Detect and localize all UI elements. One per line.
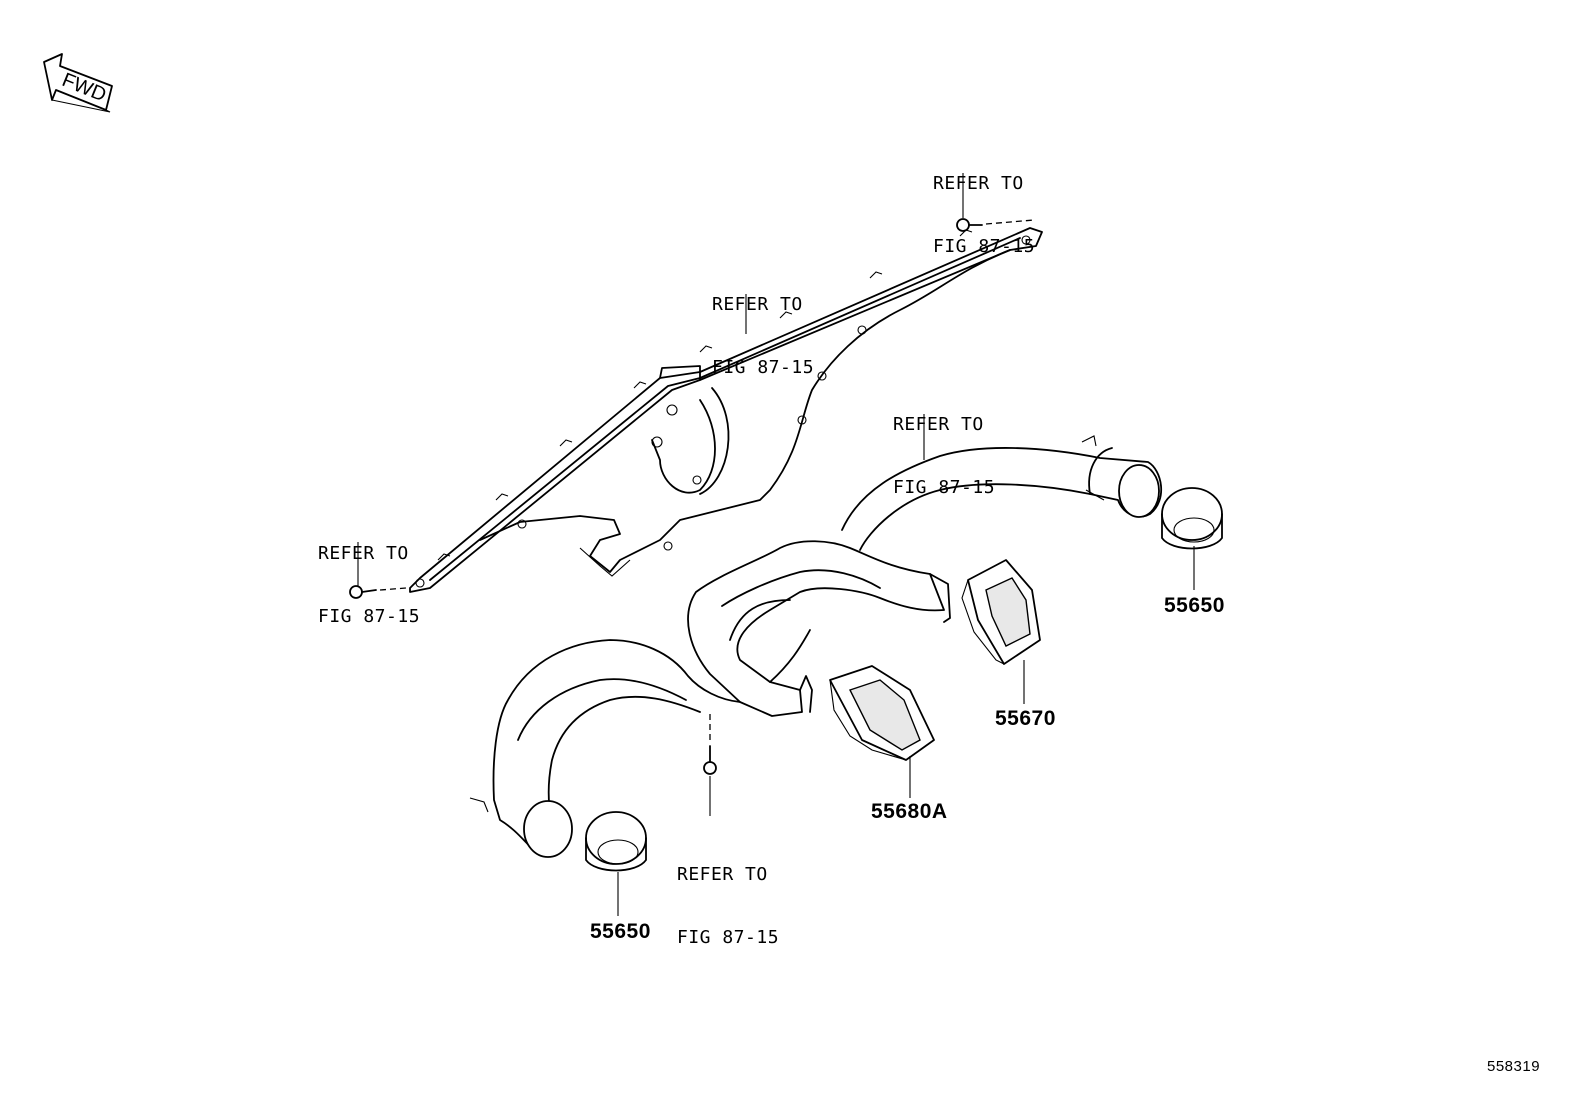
part-number-55650-left: 55650 [590,920,651,943]
screw-top-right [956,218,1035,232]
refer-label-line2: FIG 87-15 [712,357,815,378]
refer-label-line1: REFER TO [712,294,803,315]
center-duct [687,540,951,717]
refer-label-line1: REFER TO [933,173,1024,194]
fwd-arrow-icon: FWD [43,53,113,113]
figure-id: 558319 [1487,1058,1541,1075]
screw-bottom [703,712,717,775]
refer-label-line2: FIG 87-15 [893,477,996,498]
right-side-duct [841,435,1163,551]
part-number-55650-right: 55650 [1164,594,1225,617]
left-side-duct [469,639,741,858]
part-number-55680a: 55680A [871,800,948,823]
refer-label-line2: FIG 87-15 [677,927,780,948]
refer-label-line1: REFER TO [677,864,768,885]
round-vent-left [585,811,647,872]
defroster-nozzle [409,227,1043,593]
refer-label-line1: REFER TO [318,543,409,564]
refer-label-top-right: REFER TO FIG 87-15 [933,131,1035,278]
refer-label-line2: FIG 87-15 [933,236,1036,257]
refer-label-line1: REFER TO [893,414,984,435]
screw-left [349,585,407,599]
center-vent-left [829,665,935,761]
center-vent-right [961,559,1041,665]
refer-label-bottom: REFER TO FIG 87-15 [677,822,779,969]
refer-label-left: REFER TO FIG 87-15 [318,501,420,648]
round-vent-right [1161,487,1223,550]
refer-label-top-center: REFER TO FIG 87-15 [712,252,814,399]
leader-lines [357,173,1195,916]
part-number-55670: 55670 [995,707,1056,730]
refer-label-line2: FIG 87-15 [318,606,421,627]
refer-label-right-duct: REFER TO FIG 87-15 [893,372,995,519]
